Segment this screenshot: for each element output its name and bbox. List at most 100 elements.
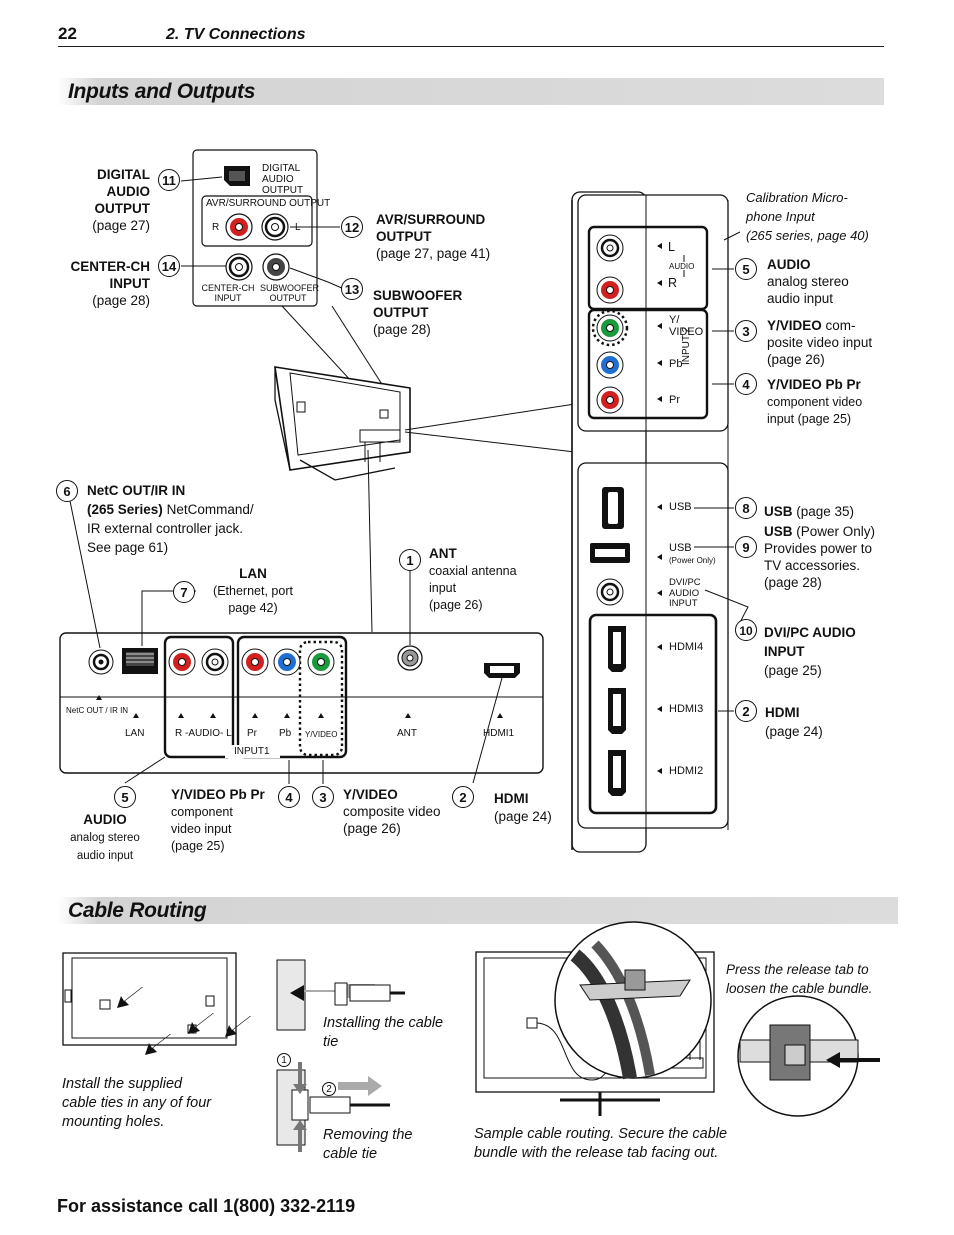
callout-11: 11 — [158, 169, 180, 191]
callout-8: 8 — [735, 497, 757, 519]
side-hdmi-box — [588, 613, 718, 815]
section-title-cable-routing: Cable Routing — [68, 899, 207, 922]
label-usb: USB (page 35) — [764, 504, 855, 519]
yvideo-dotted-box — [298, 640, 344, 757]
side-pr-jack — [596, 386, 624, 414]
callout-4-bottom: 4 — [278, 786, 300, 808]
bottom-pr-text: Pr — [247, 728, 257, 739]
callout-9: 9 — [735, 536, 757, 558]
bottom-hdmi1-text: HDMI1 — [483, 728, 515, 739]
section-band-inputs — [58, 78, 884, 105]
label-hdmi-side: HDMI (page 24) — [765, 705, 823, 739]
side-input2-box — [587, 308, 709, 420]
lan-port — [122, 648, 158, 674]
callout-10: 10 — [735, 619, 757, 641]
side-pr-text: Pr — [669, 394, 680, 406]
callout-2-side: 2 — [735, 700, 757, 722]
bottom-pb-jack — [273, 648, 301, 676]
hdmi1-port — [484, 663, 520, 678]
label-ant: ANT coaxial antenna input (page 26) — [429, 546, 517, 612]
caption-press-release: Press the release tab to loosen the cabl… — [726, 962, 873, 996]
bottom-netc-text: NetC OUT / IR IN — [66, 706, 129, 715]
page-header: 22 2. TV Connections — [58, 20, 884, 47]
panel-avr-surround-text: AVR/SURROUND OUTPUT — [206, 198, 331, 209]
bottom-lan-text: LAN — [125, 728, 145, 739]
label-hdmi-bottom: HDMI (page 24) — [494, 791, 552, 824]
bottom-y-jack — [307, 648, 335, 676]
side-panel — [571, 191, 729, 853]
callout-14: 14 — [158, 255, 180, 277]
side-r-text: R — [668, 276, 678, 290]
label-digital-audio-output: DIGITAL AUDIO OUTPUT (page 27) — [92, 167, 150, 233]
step-2-badge: 2 — [322, 1082, 336, 1096]
side-pb-jack — [596, 351, 624, 379]
ant-connector — [397, 645, 423, 671]
side-dvi-audio-jack — [596, 578, 624, 606]
label-yvideo-pbpr-side: Y/VIDEO Pb Pr component video input (pag… — [767, 377, 863, 426]
step-1-badge: 1 — [277, 1053, 291, 1067]
audio-group-box — [163, 635, 235, 759]
arrow-icon — [225, 1016, 251, 1037]
side-usb-text: USB — [669, 501, 692, 513]
label-yvideo-bottom: Y/VIDEO composite video (page 26) — [343, 787, 441, 836]
caption-install-ties: Install the supplied cable ties in any o… — [62, 1076, 212, 1130]
side-y-dotted — [591, 309, 629, 347]
label-subwoofer-output: SUBWOOFER OUTPUT (page 28) — [373, 288, 463, 337]
side-audio-text: AUDIO — [669, 262, 695, 271]
label-lan: LAN (Ethernet, port page 42) — [213, 566, 293, 615]
side-usb-power-text: USB(Power Only) — [669, 542, 716, 565]
netc-jack — [88, 649, 114, 675]
label-avr-surround-output: AVR/SURROUND OUTPUT (page 27, page 41) — [376, 212, 491, 261]
label-audio-bottom: AUDIO analog stereo audio input — [70, 812, 140, 862]
label-dvi-pc-audio: DVI/PC AUDIO INPUT (page 25) — [764, 625, 856, 678]
side-hdmi2-port — [608, 750, 626, 796]
side-hdmi2-text: HDMI2 — [669, 765, 704, 777]
label-calibration: Calibration Micro- phone Input (265 seri… — [746, 190, 869, 243]
center-ch-jack — [225, 253, 253, 281]
bottom-input1-text: INPUT1 — [234, 746, 270, 757]
tv-rear-illustration — [274, 366, 411, 481]
label-yvideo-pbpr-bottom: Y/VIDEO Pb Pr component video input (pag… — [171, 787, 265, 853]
callout-1: 1 — [399, 549, 421, 571]
callout-5-bottom: 5 — [114, 786, 136, 808]
tv-back-mounting-illustration — [62, 952, 251, 1055]
label-usb-power: USB (Power Only) Provides power to TV ac… — [764, 524, 876, 590]
callout-2-bottom: 2 — [452, 786, 474, 808]
component-group-box — [236, 635, 348, 759]
page-number: 22 — [58, 24, 77, 43]
side-hdmi4-text: HDMI4 — [669, 641, 704, 653]
side-hdmi3-text: HDMI3 — [669, 703, 704, 715]
panel-l-text: L — [295, 222, 301, 233]
release-tab-illustration — [737, 995, 880, 1117]
callout-6: 6 — [56, 480, 78, 502]
arrow-icon — [145, 1034, 171, 1055]
side-hdmi3-port — [608, 688, 626, 734]
bottom-audio-text: R -AUDIO- L — [175, 728, 232, 739]
installing-tie-illustration — [276, 959, 405, 1031]
side-audio-r-jack — [596, 276, 624, 304]
label-netc: NetC OUT/IR IN (265 Series) NetCommand/ … — [87, 483, 254, 555]
assistance-footer: For assistance call 1(800) 332-2119 — [57, 1196, 356, 1216]
bottom-audio-r-jack — [168, 648, 196, 676]
chapter-title: 2. TV Connections — [166, 26, 306, 43]
subwoofer-jack — [262, 253, 290, 281]
panel-r-text: R — [212, 222, 220, 233]
panel-digital-audio-text: DIGITAL AUDIO OUTPUT — [262, 163, 304, 196]
side-input2-text: INPUT 2 — [681, 326, 692, 365]
callout-3-bottom: 3 — [312, 786, 334, 808]
label-audio-side: AUDIO analog stereo audio input — [767, 257, 849, 306]
side-l-text: L — [668, 240, 675, 254]
avr-surround-box — [201, 195, 313, 247]
caption-sample-routing: Sample cable routing. Secure the cable b… — [474, 1126, 728, 1161]
section-band-cable — [58, 897, 898, 924]
arrow-icon — [188, 1013, 214, 1034]
side-calibration-jack — [596, 234, 624, 262]
callout-13: 13 — [341, 278, 363, 300]
callout-4-side: 4 — [735, 373, 757, 395]
removing-tie-illustration — [276, 1062, 390, 1152]
bottom-audio-l-jack — [201, 648, 229, 676]
side-yvideo-text: Y/VIDEO — [669, 314, 704, 338]
